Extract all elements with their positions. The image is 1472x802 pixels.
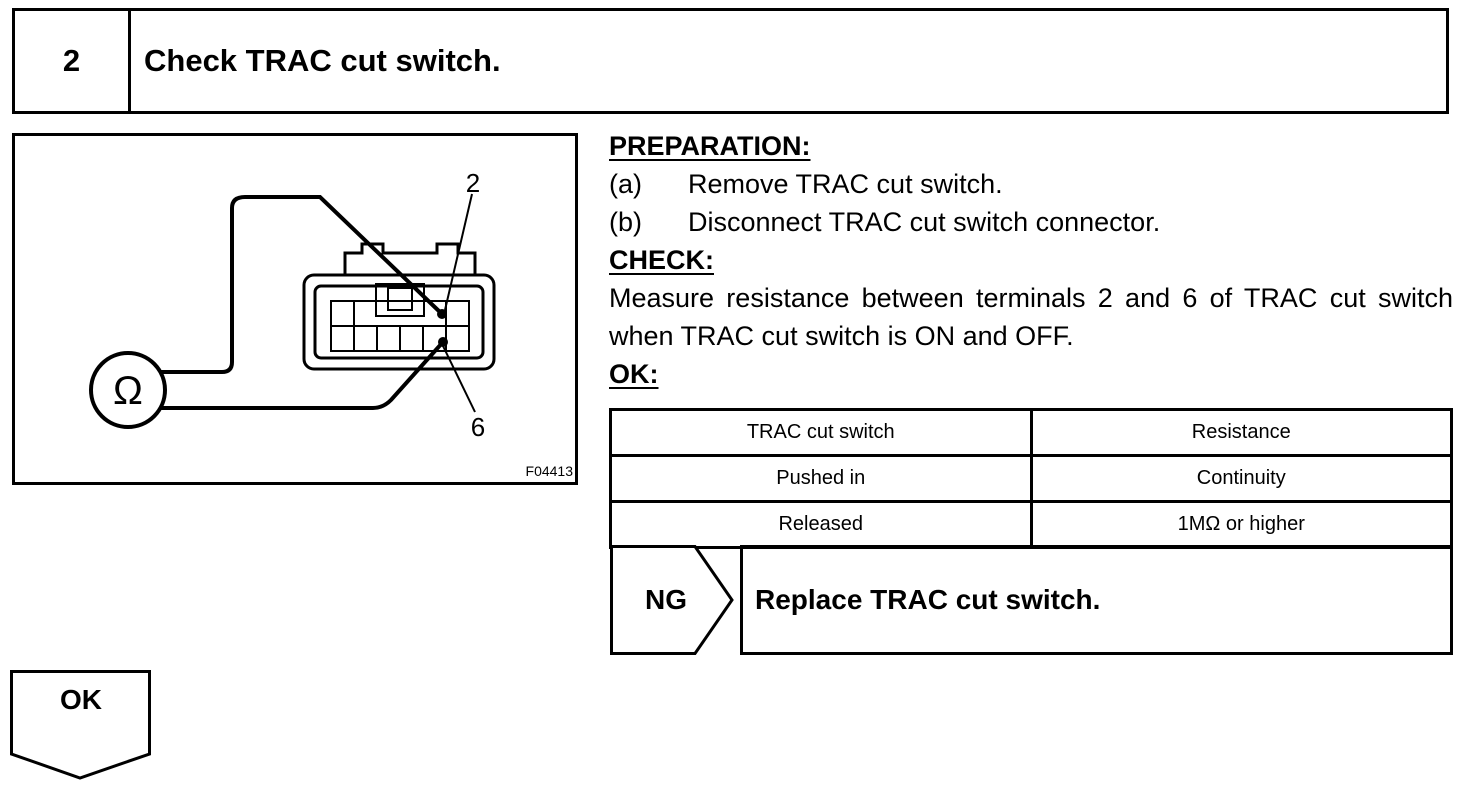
ng-action-box: Replace TRAC cut switch. <box>740 545 1453 655</box>
spec-table: TRAC cut switch Resistance Pushed in Con… <box>609 408 1453 549</box>
table-header: Resistance <box>1029 408 1453 457</box>
ok-arrow-shape <box>10 670 151 780</box>
table-cell: Released <box>609 500 1033 549</box>
terminal-2-label: 2 <box>466 168 480 198</box>
terminal-6-label: 6 <box>471 412 485 442</box>
figure-code: F04413 <box>526 463 574 479</box>
wire-terminal-2 <box>158 195 444 374</box>
wiring-diagram: Ω 2 6 F04413 <box>12 133 578 485</box>
item-text: Disconnect TRAC cut switch connector. <box>688 207 1161 237</box>
item-label: (b) <box>609 207 642 237</box>
ng-arrow-box: NG <box>610 545 736 655</box>
step-number: 2 <box>15 11 131 111</box>
ohmmeter-icon <box>89 351 167 429</box>
item-label: (a) <box>609 169 642 199</box>
preparation-item: (b) Disconnect TRAC cut switch connector… <box>609 203 1453 241</box>
ohmmeter-symbol: Ω <box>113 369 143 413</box>
preparation-section: PREPARATION: (a) Remove TRAC cut switch.… <box>609 127 1453 393</box>
diagram-drawing: Ω 2 6 F04413 <box>89 168 574 479</box>
table-header-row: TRAC cut switch Resistance <box>609 408 1453 457</box>
table-cell: Pushed in <box>609 454 1033 503</box>
table-cell: 1MΩ or higher <box>1029 500 1453 549</box>
table-header: TRAC cut switch <box>609 408 1033 457</box>
check-text: Measure resistance between terminals 2 a… <box>609 283 1453 351</box>
item-text: Remove TRAC cut switch. <box>688 169 1003 199</box>
table-cell: Continuity <box>1029 454 1453 503</box>
table-row: Pushed in Continuity <box>609 454 1453 503</box>
connector-icon <box>302 242 496 371</box>
step-title: Check TRAC cut switch. <box>144 43 501 78</box>
wire-terminal-6 <box>158 340 445 410</box>
ok-label: OK <box>60 684 102 715</box>
preparation-heading: PREPARATION: <box>609 131 811 161</box>
preparation-item: (a) Remove TRAC cut switch. <box>609 165 1453 203</box>
terminal-6-pin <box>438 337 448 347</box>
ng-arrow-shape <box>610 545 734 655</box>
check-heading: CHECK: <box>609 245 714 275</box>
ng-label: NG <box>645 584 687 615</box>
ok-arrow-box: OK <box>10 670 152 782</box>
terminal-2-pin <box>437 309 447 319</box>
step-header: 2 Check TRAC cut switch. <box>12 8 1449 114</box>
table-row: Released 1MΩ or higher <box>609 500 1453 549</box>
ok-heading: OK: <box>609 359 659 389</box>
